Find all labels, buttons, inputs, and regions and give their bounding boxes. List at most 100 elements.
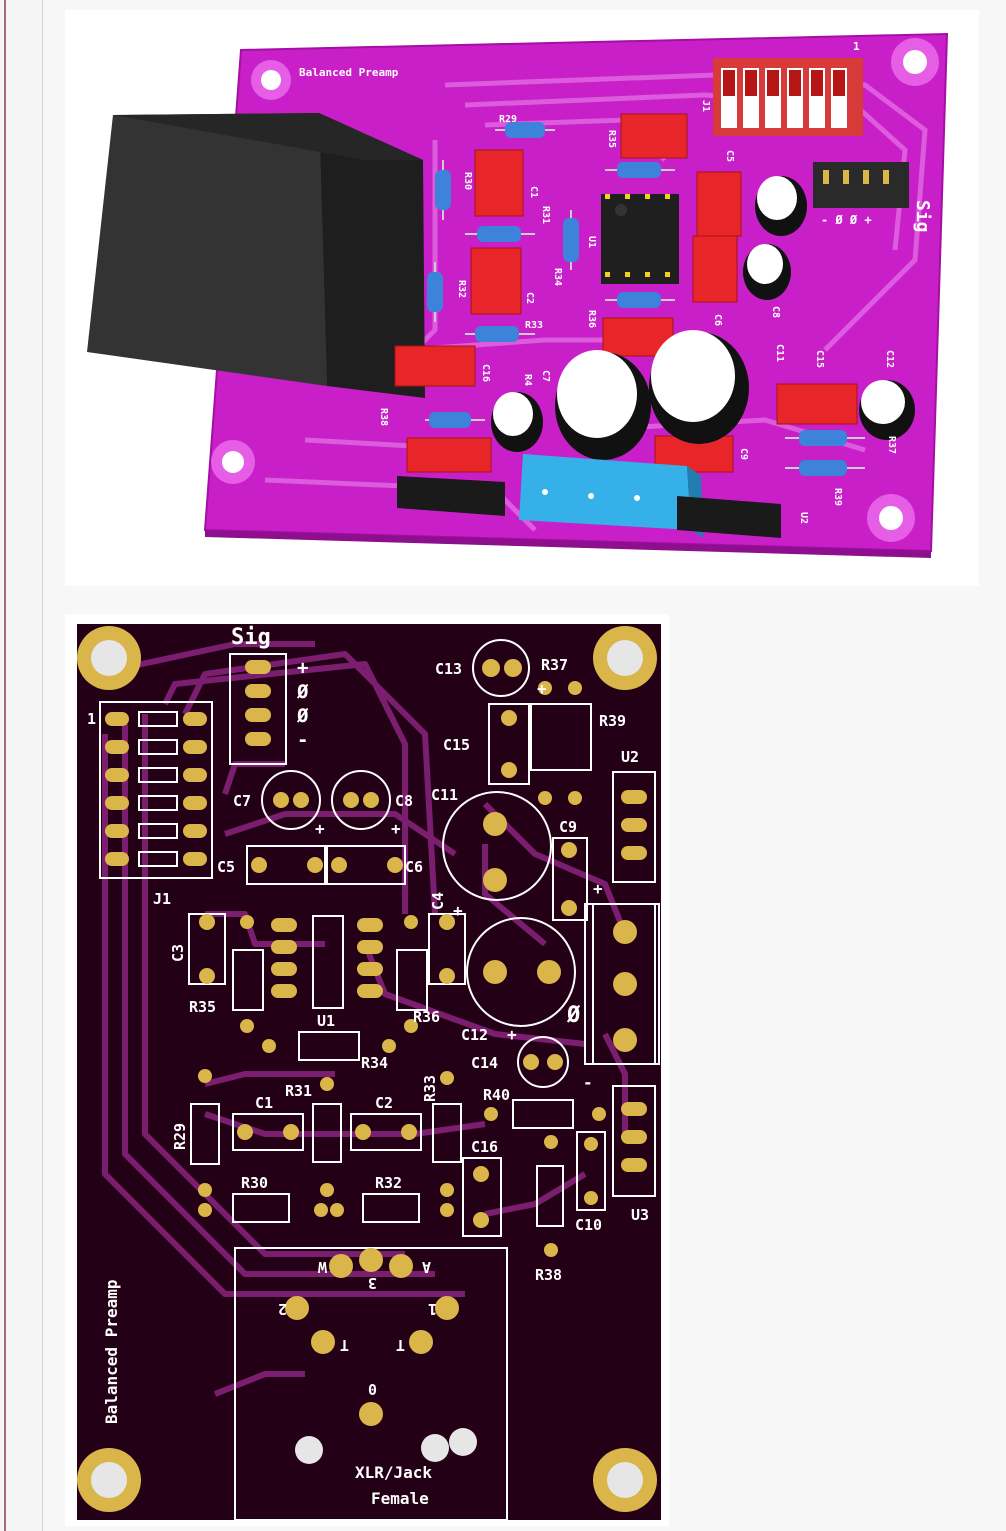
label-c11: C11 [431,786,458,804]
label-c12: C12 [461,1026,488,1044]
svg-text:C7: C7 [540,370,551,382]
label-u2: U2 [621,748,639,766]
label-c6: C6 [405,858,423,876]
label-r30: R30 [241,1174,268,1192]
board-title-2d: Balanced Preamp [102,1280,121,1425]
svg-text:R33: R33 [525,320,543,331]
dip-index-3d: 1 [853,40,860,53]
svg-text:1: 1 [428,1300,437,1318]
polarity-marks-2d: + + + + + + - [315,679,603,1092]
svg-text:C5: C5 [724,150,735,162]
pcb-top-view-image[interactable]: J1 C13 R37 R39 C15 U2 C7 C8 C11 C9 C5 C6… [65,614,669,1526]
silk-labels-3d: R29 R35 R30 C1 R31 U1 R34 R32 C2 R33 R36… [378,100,897,524]
ic-u1-pins-3d [605,194,670,277]
electrolytic-caps-3d [491,176,915,460]
label-c5: C5 [217,858,235,876]
svg-text:A: A [422,1258,431,1276]
label-c1: C1 [255,1094,273,1112]
svg-text:T: T [396,1336,405,1354]
terminal-screws-3d [542,489,640,501]
label-c14: C14 [471,1054,498,1072]
svg-text:R37: R37 [886,436,897,454]
dip-switch-3d [713,58,863,136]
svg-text:C8: C8 [770,306,781,318]
svg-text:R4: R4 [522,374,533,386]
svg-text:+: + [537,679,547,698]
label-r35: R35 [189,998,216,1016]
page-content: Balanced Preamp 1 [43,0,1006,1531]
label-c3: C3 [169,944,187,962]
svg-text:C2: C2 [524,292,535,304]
svg-text:R38: R38 [378,408,389,426]
connector-label-line1: XLR/Jack [355,1463,432,1482]
label-r40: R40 [483,1086,510,1104]
label-r32: R32 [375,1174,402,1192]
silk-labels-2d: J1 C13 R37 R39 C15 U2 C7 C8 C11 C9 C5 C6… [153,656,649,1284]
label-r39: R39 [599,712,626,730]
svg-text:+: + [453,901,463,920]
label-r31: R31 [285,1082,312,1100]
svg-text:R32: R32 [456,280,467,298]
header-left-3d [397,476,505,516]
film-caps-3d [394,113,858,473]
svg-text:R30: R30 [462,172,473,190]
svg-text:R29: R29 [499,114,517,125]
label-j1: J1 [153,890,171,908]
sig-label-3d: Sig [912,200,933,233]
pcb-3d-svg: Balanced Preamp 1 [87,32,949,558]
label-c16: C16 [471,1138,498,1156]
header-right-3d [677,496,781,538]
label-r34: R34 [361,1054,388,1072]
terminal-block-3d [519,454,691,530]
pads-2d [105,659,647,1426]
connector-label-line2: Female [371,1489,429,1508]
svg-text:C6: C6 [712,314,723,326]
label-c13: C13 [435,660,462,678]
label-r37: R37 [541,656,568,674]
svg-text:C1: C1 [528,186,539,198]
sig-pin-marks: + Ø Ø - [296,657,309,751]
svg-text:C16: C16 [480,364,491,382]
svg-text:C12: C12 [884,350,895,368]
left-rail-line [4,0,6,1531]
svg-text:R36: R36 [586,310,597,328]
board-2d [77,624,661,1520]
svg-text:U1: U1 [586,236,597,248]
svg-text:0: 0 [368,1380,377,1398]
svg-text:-: - [583,1073,593,1092]
pcb-3d-render-image[interactable]: Balanced Preamp 1 [65,10,979,586]
svg-text:C15: C15 [814,350,825,368]
label-c9: C9 [559,818,577,836]
label-sig: Sig [231,625,271,650]
sig-marks-3d: - Ø Ø + [821,213,872,227]
svg-text:2: 2 [278,1300,287,1318]
label-c15: C15 [443,736,470,754]
mounting-holes-3d [211,38,939,542]
label-c10: C10 [575,1216,602,1234]
label-c7: C7 [233,792,251,810]
svg-text:+: + [507,1025,517,1044]
svg-text:R35: R35 [606,130,617,148]
svg-text:-: - [297,729,308,751]
svg-text:J1: J1 [700,100,711,112]
label-pin1: 1 [87,710,96,728]
zero-mark-2d: Ø [566,1003,581,1028]
svg-text:+: + [391,819,401,838]
dip-slots-2d [138,711,178,867]
svg-text:+: + [593,879,603,898]
resistors-3d [425,122,865,476]
svg-text:Ø: Ø [296,705,309,727]
connector-holes-2d [295,1428,477,1464]
svg-text:C9: C9 [738,448,749,460]
svg-text:R34: R34 [552,268,563,286]
svg-text:R39: R39 [832,488,843,506]
svg-text:3: 3 [368,1274,377,1292]
svg-text:W: W [317,1258,327,1276]
mounting-holes-2d [77,626,657,1512]
sig-header-3d [813,162,909,208]
svg-text:C11: C11 [774,344,785,362]
label-r36: R36 [413,1008,440,1026]
left-rail [0,0,43,1531]
svg-text:U2: U2 [798,512,809,524]
label-r29: R29 [171,1123,189,1150]
